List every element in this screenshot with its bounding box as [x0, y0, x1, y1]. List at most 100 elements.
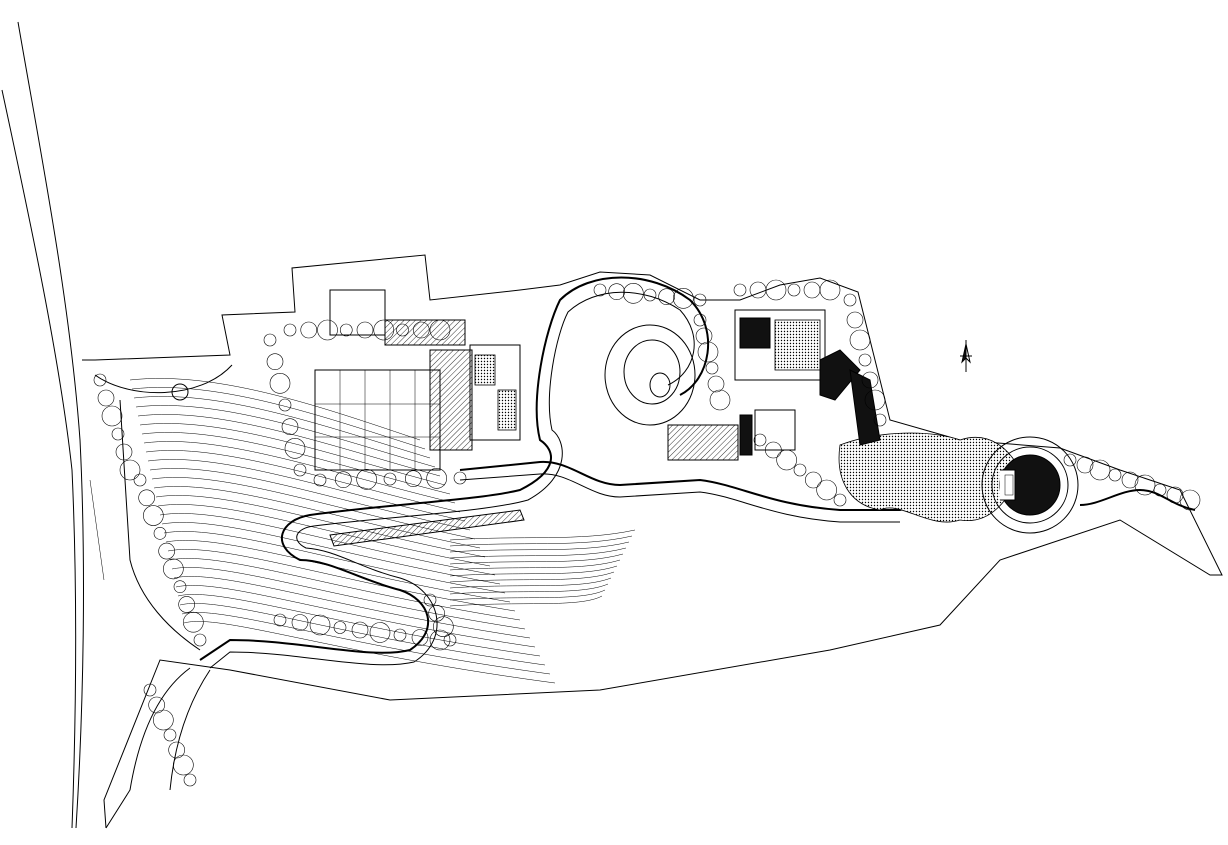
tree-symbol: [787, 283, 801, 297]
tree-symbol: [133, 473, 147, 487]
tree-symbol: [269, 373, 291, 394]
tree-symbol: [705, 361, 719, 375]
tree-symbol: [443, 633, 457, 647]
tree-symbol: [405, 470, 422, 487]
tree-symbol: [284, 438, 306, 459]
parking-grid: [314, 369, 441, 471]
contour-line: [163, 531, 506, 594]
tree-symbol: [148, 696, 165, 714]
contour-line: [143, 441, 456, 504]
circular-pavilion: [981, 436, 1079, 534]
tree-symbol: [1166, 486, 1184, 504]
contour-line: [449, 559, 621, 571]
tree-symbol: [803, 281, 821, 299]
tree-symbol: [707, 375, 725, 393]
tree-symbol: [351, 621, 369, 639]
tree-symbol: [383, 472, 397, 486]
contour-line: [167, 549, 516, 612]
tree-symbol: [697, 341, 719, 363]
tree-symbol: [423, 593, 437, 607]
tree-symbol: [158, 542, 175, 560]
tree-symbol: [313, 473, 327, 487]
contour-line: [169, 558, 521, 621]
contour-line: [449, 577, 612, 589]
contour-line: [145, 450, 461, 513]
tree-symbol: [1063, 453, 1077, 467]
tree-symbol: [776, 449, 797, 471]
tree-symbol: [335, 471, 352, 488]
tree-symbol: [709, 389, 731, 411]
tree-symbol: [115, 443, 133, 461]
tree-symbol: [393, 628, 407, 642]
tree-symbol: [283, 323, 297, 337]
contour-line: [149, 468, 471, 531]
contour-line: [133, 396, 431, 459]
contour-line: [449, 589, 606, 601]
tree-symbol: [858, 353, 872, 367]
contour-line: [449, 535, 633, 547]
serpentine-driveway: [199, 276, 710, 669]
tree-symbol: [453, 471, 467, 485]
tree-symbol: [805, 471, 822, 489]
tree-symbol: [138, 489, 155, 507]
tree-symbol: [429, 629, 451, 651]
tree-symbol: [765, 441, 782, 459]
tree-symbol: [163, 558, 184, 580]
contour-line: [157, 504, 491, 567]
southwest-spur: [105, 399, 211, 829]
tree-symbol: [317, 319, 338, 341]
north-arrow-icon: [960, 340, 972, 372]
tree-symbol: [97, 389, 115, 407]
contour-line: [147, 459, 466, 522]
tree-symbol: [1134, 474, 1156, 496]
tree-symbol: [411, 629, 429, 646]
tree-symbol: [263, 333, 277, 347]
tree-symbol: [873, 413, 887, 427]
main-building: [329, 289, 521, 451]
tree-symbol: [163, 728, 177, 742]
tree-symbol: [793, 463, 807, 477]
tree-symbol: [291, 614, 309, 631]
contour-line: [161, 522, 501, 585]
contour-line: [449, 541, 630, 553]
tree-symbol: [658, 288, 675, 305]
tree-symbol: [1089, 459, 1111, 481]
tree-symbol: [1108, 468, 1122, 482]
tree-symbol: [173, 754, 194, 776]
tree-symbol: [623, 283, 644, 304]
tree-symbol: [765, 279, 787, 301]
main-road: [1, 21, 105, 829]
tree-symbol: [183, 773, 197, 787]
contour-line: [449, 583, 609, 595]
east-trail: [1079, 488, 1196, 511]
tree-symbol: [356, 321, 374, 339]
tree-symbol: [273, 613, 287, 627]
contour-line: [177, 594, 541, 657]
tree-symbol: [168, 741, 185, 759]
tree-symbol: [426, 468, 447, 489]
tree-symbol: [593, 283, 607, 297]
contour-line: [139, 423, 446, 486]
contour-line: [449, 595, 603, 607]
contour-line: [171, 567, 526, 630]
tree-symbol: [428, 605, 445, 622]
tree-symbol: [101, 405, 123, 427]
tree-symbol: [693, 293, 707, 307]
tree-symbol: [369, 622, 391, 643]
pond: [838, 369, 1021, 523]
tree-symbol: [119, 459, 141, 481]
contour-line: [137, 414, 441, 477]
contour-line: [179, 603, 546, 666]
contour-line: [153, 486, 481, 549]
tree-symbol: [861, 371, 879, 389]
tree-symbol: [1153, 483, 1167, 497]
tree-symbols: [93, 279, 1201, 787]
contour-line: [181, 612, 551, 675]
tree-symbol: [608, 283, 625, 300]
tree-symbol: [396, 323, 409, 337]
tree-symbol: [93, 373, 107, 387]
tree-symbol: [819, 279, 841, 301]
contour-line: [183, 621, 556, 684]
tree-symbol: [173, 580, 187, 593]
